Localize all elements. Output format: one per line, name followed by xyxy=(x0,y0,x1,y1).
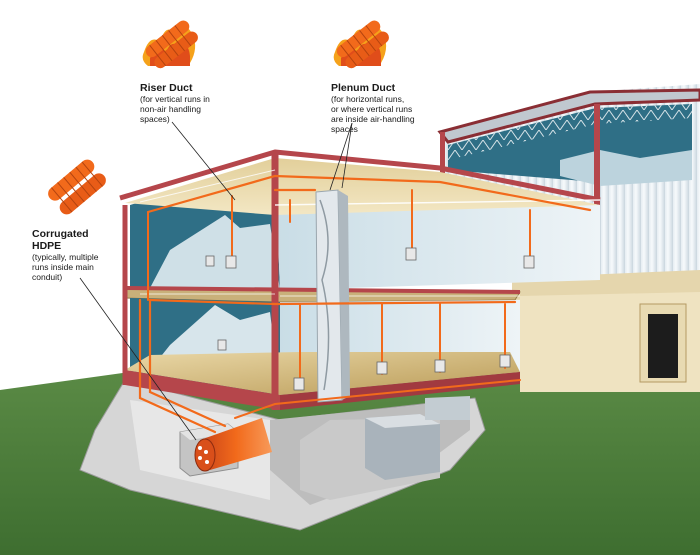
hdpe-description: (typically, multiple runs inside main co… xyxy=(32,252,99,282)
leader-lines xyxy=(79,121,353,441)
plenum-duct-description: (for horizontal runs, or where vertical … xyxy=(331,94,415,134)
hdpe-conduit-sample-icon xyxy=(47,153,107,221)
riser-duct-callout: Riser Duct (for vertical runs in non-air… xyxy=(140,82,260,124)
annex-block xyxy=(512,270,700,392)
plenum-duct-title: Plenum Duct xyxy=(331,82,396,94)
main-building xyxy=(119,149,601,410)
hdpe-callout: Corrugated HDPE (typically, multiple run… xyxy=(32,228,127,282)
riser-duct-description: (for vertical runs in non-air handling s… xyxy=(140,94,210,124)
hdpe-title: Corrugated HDPE xyxy=(32,228,89,252)
plenum-duct-callout: Plenum Duct (for horizontal runs, or whe… xyxy=(331,82,451,134)
plenum-duct-sample-icon xyxy=(331,12,389,70)
outlet-boxes xyxy=(205,247,535,391)
riser-duct-sample-icon xyxy=(140,12,198,70)
main-hdpe-conduit xyxy=(194,418,272,472)
riser-duct-title: Riser Duct xyxy=(140,82,193,94)
warehouse-building xyxy=(437,84,700,280)
